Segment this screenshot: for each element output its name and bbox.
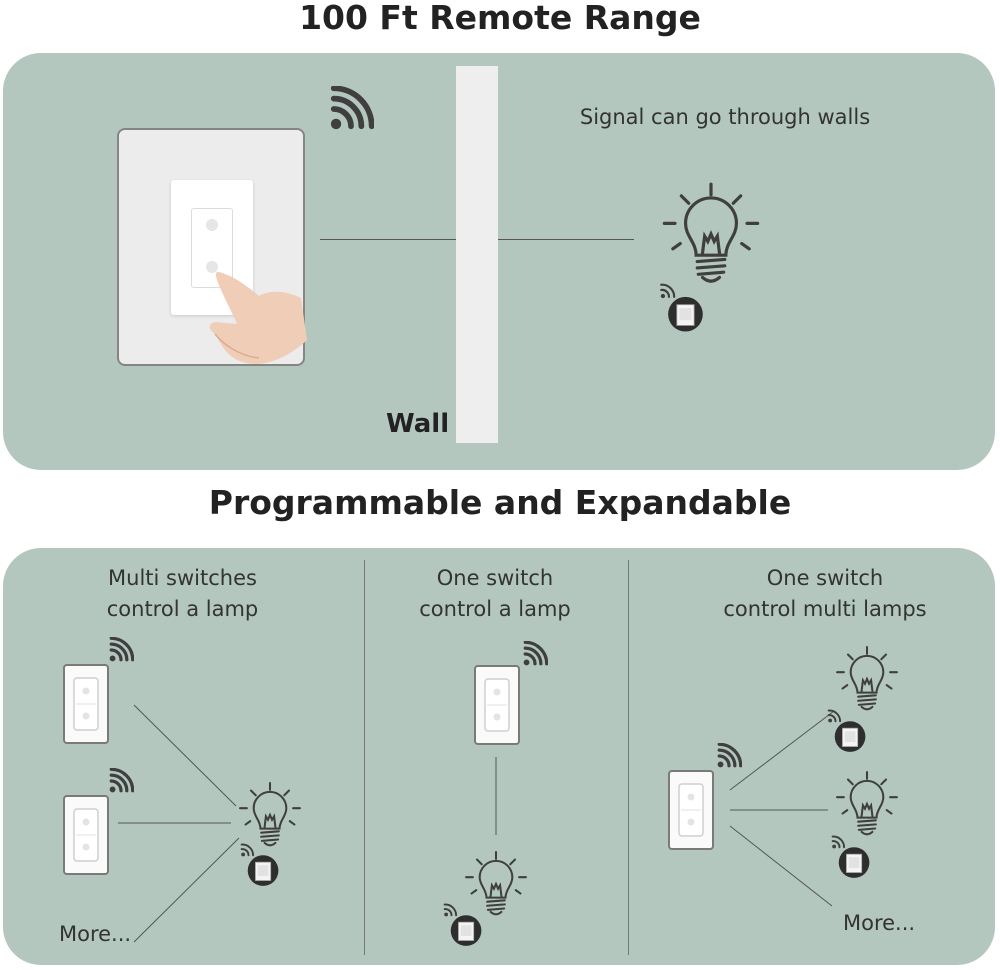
range-heading: 100 Ft Remote Range bbox=[299, 0, 701, 37]
wifi-signal-icon bbox=[522, 641, 548, 667]
light-bulb-icon bbox=[833, 768, 901, 840]
signal-caption: Signal can go through walls bbox=[579, 105, 871, 129]
column-divider bbox=[364, 560, 365, 955]
switch-paddle bbox=[191, 208, 233, 288]
bulb-socket-receiver-icon bbox=[824, 709, 870, 755]
expand-heading: Programmable and Expandable bbox=[208, 483, 792, 522]
column-caption: One switch control multi lamps bbox=[723, 566, 927, 621]
wall-switch-icon bbox=[668, 770, 714, 850]
more-label: More... bbox=[59, 922, 132, 946]
wall-label: Wall bbox=[386, 409, 450, 439]
bulb-socket-receiver-icon bbox=[237, 843, 283, 889]
light-bulb-icon bbox=[236, 779, 304, 851]
bulb-socket-receiver-icon bbox=[440, 903, 486, 949]
column-caption: One switch control a lamp bbox=[419, 566, 571, 621]
column-divider bbox=[628, 560, 629, 955]
expand-panel bbox=[3, 548, 995, 965]
wall bbox=[456, 66, 498, 443]
wifi-signal-icon bbox=[716, 743, 742, 769]
column-caption: Multi switches control a lamp bbox=[106, 566, 259, 621]
light-bulb-icon bbox=[833, 643, 901, 715]
wall-switch-icon bbox=[474, 665, 520, 745]
switch-photo bbox=[117, 128, 307, 366]
bulb-socket-receiver-icon bbox=[828, 835, 874, 881]
hand-pressing-icon bbox=[209, 271, 307, 364]
more-label: More... bbox=[843, 911, 916, 935]
